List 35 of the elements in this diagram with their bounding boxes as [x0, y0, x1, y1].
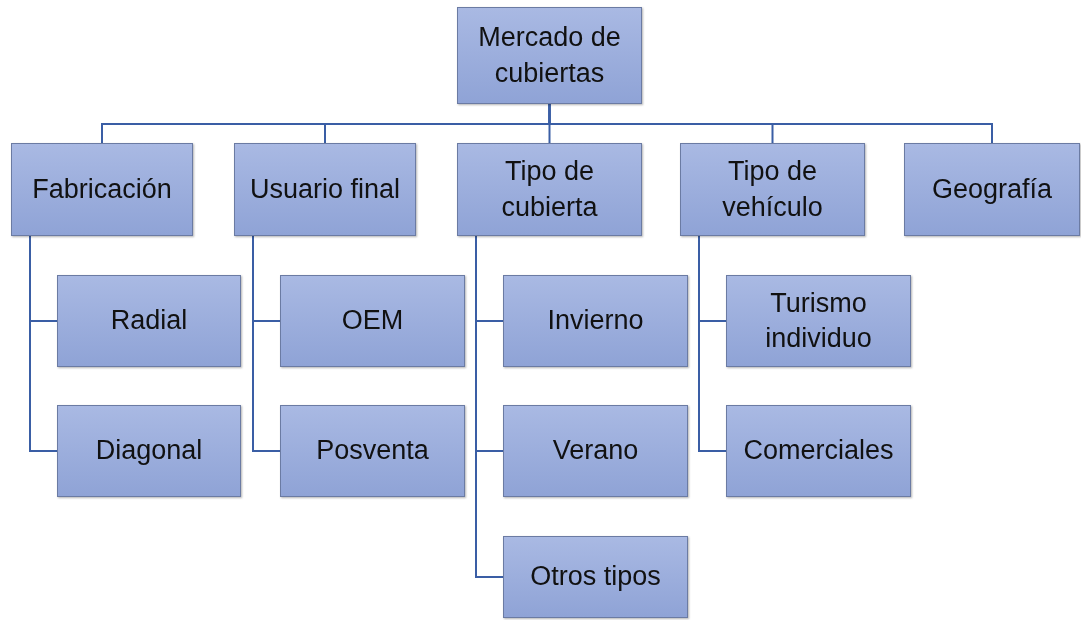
box-label: Otros tipos — [529, 560, 662, 594]
category-box — [280, 275, 465, 367]
box-label: Invierno — [546, 304, 645, 338]
box-label: Mercado de cubiertas — [477, 21, 622, 90]
connector-line — [29, 235, 58, 452]
box-label: Posventa — [315, 434, 430, 468]
category-box — [726, 405, 911, 497]
connector-line — [475, 235, 504, 578]
box-label: OEM — [340, 304, 405, 338]
category-box — [234, 143, 416, 236]
category-box — [11, 143, 193, 236]
box-label: Diagonal — [94, 434, 204, 468]
category-box — [457, 7, 642, 104]
box-label: Turismo individuo — [764, 286, 873, 355]
box-label: Tipo de vehículo — [721, 155, 824, 224]
category-box — [457, 143, 642, 236]
connector-line — [698, 235, 727, 452]
category-box — [280, 405, 465, 497]
box-label: Comerciales — [742, 434, 895, 468]
connector-line — [548, 103, 993, 144]
box-label: Usuario final — [248, 172, 402, 206]
box-label: Radial — [109, 304, 189, 338]
category-box — [503, 405, 688, 497]
category-box — [726, 275, 911, 367]
category-box — [503, 275, 688, 367]
category-box — [57, 275, 241, 367]
category-box — [904, 143, 1080, 236]
box-label: Geografía — [930, 172, 1054, 206]
category-box — [503, 536, 688, 618]
box-label: Tipo de cubierta — [500, 155, 599, 224]
connector-line — [252, 235, 281, 452]
box-label: Fabricación — [31, 172, 173, 206]
box-label: Verano — [551, 434, 640, 468]
category-box — [680, 143, 865, 236]
category-box — [57, 405, 241, 497]
